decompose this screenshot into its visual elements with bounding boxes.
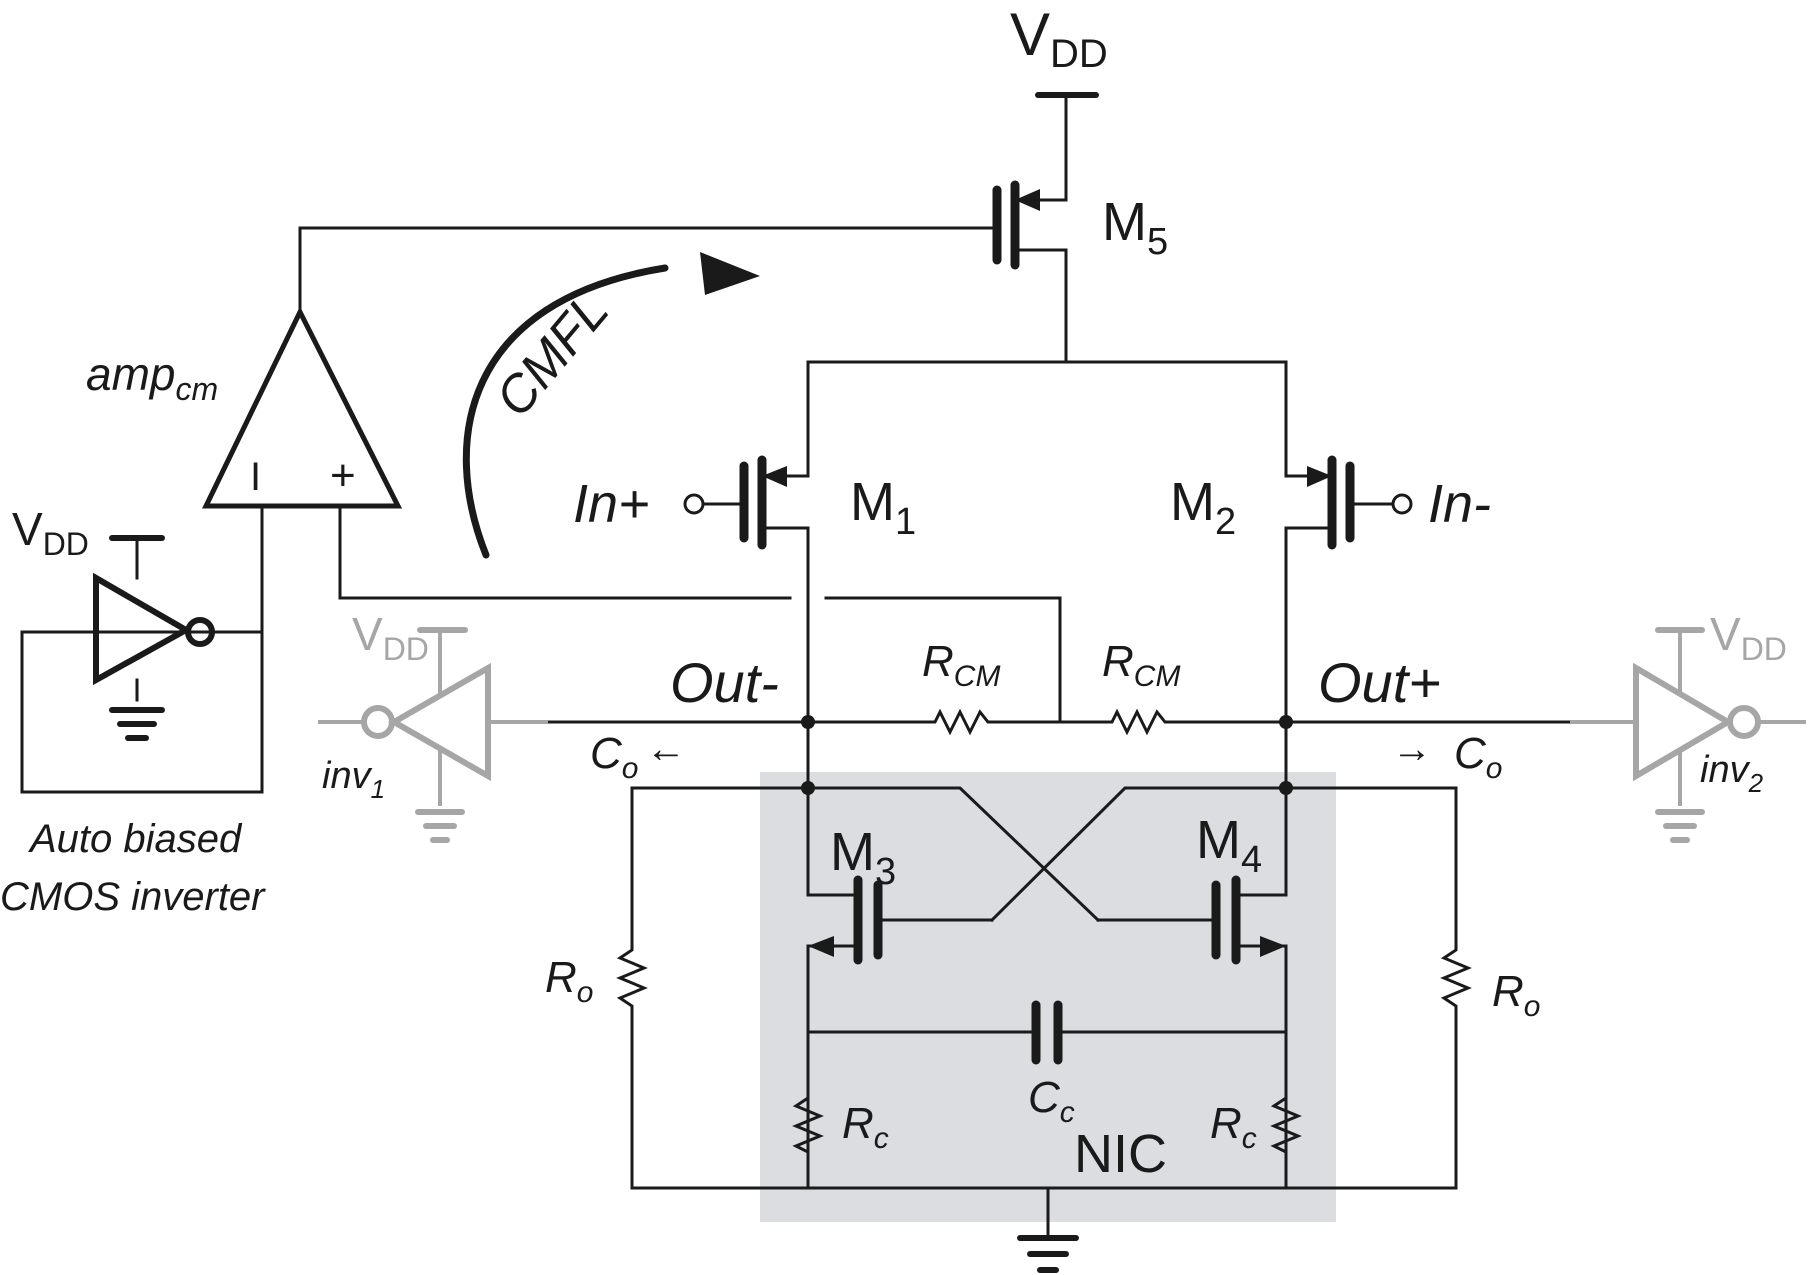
svg-text:M5: M5 bbox=[1102, 192, 1168, 263]
co-left-label: Co bbox=[590, 729, 638, 785]
svg-text:VDD: VDD bbox=[12, 503, 89, 562]
out-plus-label: Out+ bbox=[1318, 651, 1441, 714]
ground bbox=[630, 1186, 1458, 1273]
rcm-resistors: RCM RCM bbox=[806, 637, 1288, 736]
nic-label: NIC bbox=[1074, 1124, 1167, 1184]
ro-resistors: Ro Ro bbox=[545, 786, 1540, 1190]
out-minus-label: Out- bbox=[670, 651, 779, 714]
vdd-top: VDD bbox=[1010, 1, 1108, 182]
svg-text:Auto biased: Auto biased bbox=[28, 817, 243, 861]
svg-text:Cc: Cc bbox=[1028, 1073, 1075, 1129]
svg-text:inv2: inv2 bbox=[1700, 749, 1764, 798]
svg-text:M3: M3 bbox=[830, 822, 896, 893]
inverter-inv1: VDD inv1 bbox=[318, 608, 548, 843]
svg-text:I: I bbox=[250, 455, 261, 499]
inverter-inv2: VDD inv2 bbox=[1570, 608, 1806, 843]
svg-text:VDD: VDD bbox=[1710, 608, 1787, 667]
svg-text:M1: M1 bbox=[850, 472, 916, 543]
svg-text:Rc: Rc bbox=[1210, 1099, 1257, 1155]
in-minus-label: In- bbox=[1428, 474, 1491, 534]
svg-text:M2: M2 bbox=[1170, 472, 1236, 543]
svg-text:Ro: Ro bbox=[1492, 967, 1540, 1023]
svg-text:Ro: Ro bbox=[545, 953, 593, 1009]
amp-to-m5-gate bbox=[298, 226, 999, 314]
auto-biased-inverter: VDD Auto biased CMOS inverter bbox=[0, 503, 266, 919]
co-right-label: Co bbox=[1454, 729, 1502, 785]
svg-text:Rc: Rc bbox=[842, 1099, 889, 1155]
co-right-arrow: → bbox=[1392, 727, 1432, 771]
svg-text:VDD: VDD bbox=[352, 608, 429, 667]
co-left-arrow: ← bbox=[646, 727, 686, 771]
transistor-m2: M2 In- bbox=[1170, 360, 1491, 724]
svg-text:+: + bbox=[330, 451, 356, 500]
svg-text:ampcm: ampcm bbox=[86, 348, 218, 407]
svg-text:M4: M4 bbox=[1196, 810, 1262, 881]
amp-cm: I + ampcm bbox=[86, 306, 1062, 724]
svg-text:RCM: RCM bbox=[1102, 637, 1180, 693]
nic-region bbox=[760, 772, 1336, 1222]
svg-text:RCM: RCM bbox=[922, 637, 1000, 693]
svg-text:VDD: VDD bbox=[1010, 1, 1108, 76]
transistor-m5: M5 bbox=[992, 178, 1168, 364]
transistor-m1: M1 In+ bbox=[573, 360, 916, 724]
svg-text:inv1: inv1 bbox=[322, 755, 385, 804]
in-plus-label: In+ bbox=[573, 474, 650, 534]
nic-circuit: M3 M4 Cc Rc Rc NIC bbox=[630, 720, 1458, 1190]
svg-text:CMOS inverter: CMOS inverter bbox=[0, 875, 266, 919]
